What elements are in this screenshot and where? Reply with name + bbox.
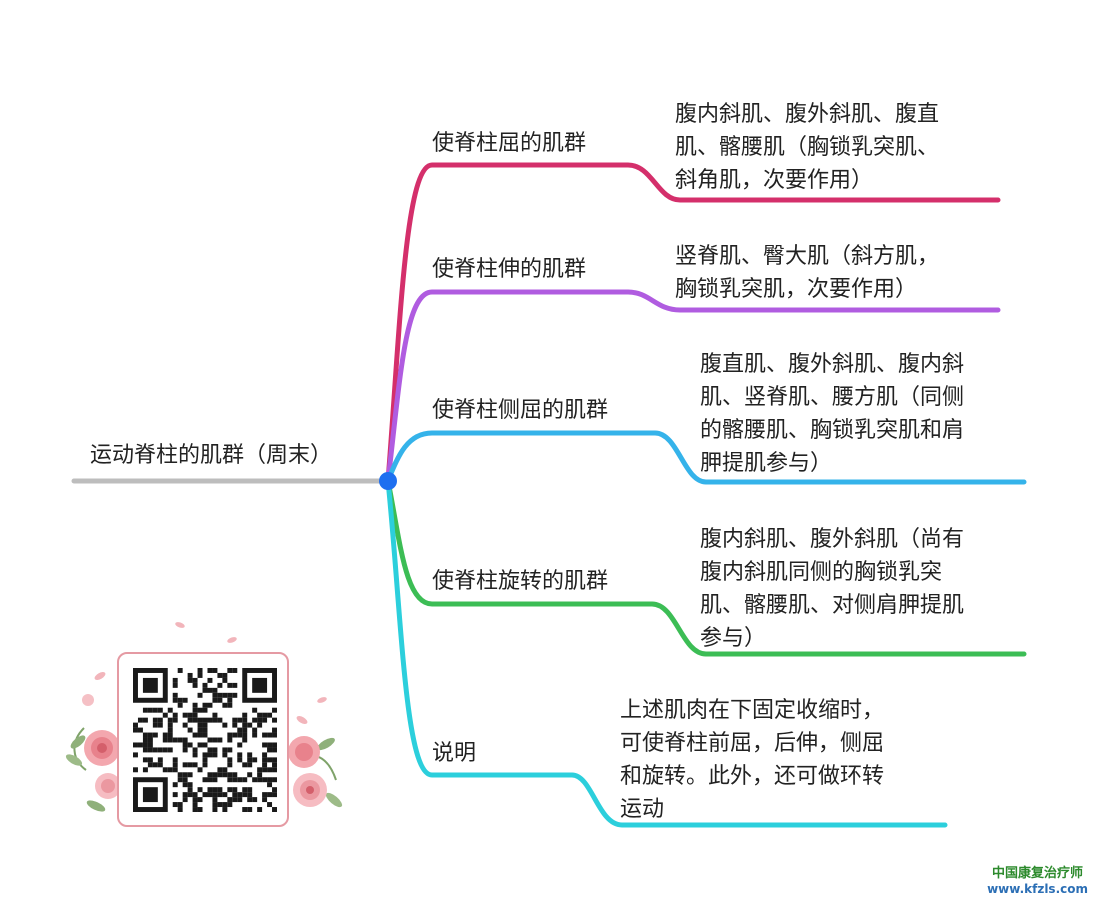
- detail-text-extension: 竖脊肌、臀大肌（斜方肌， 胸锁乳突肌，次要作用）: [675, 240, 939, 306]
- branch-label-rotation: 使脊柱旋转的肌群: [432, 569, 609, 594]
- detail-line: 上述肌肉在下固定收缩时，: [620, 698, 885, 723]
- detail-line: 腹内斜肌同侧的胸锁乳突: [700, 560, 943, 585]
- detail-line: 参与）: [700, 626, 767, 651]
- branch-connector-extension: [385, 289, 1001, 484]
- root-topic-label: 运动脊柱的肌群（周末）: [90, 443, 333, 468]
- branch-connector-rotation: [385, 478, 1027, 657]
- branch-connector-flexion: [385, 162, 1001, 484]
- detail-line: 竖脊肌、臀大肌（斜方肌，: [675, 244, 940, 269]
- watermark-url: www.kfzls.com: [987, 882, 1088, 896]
- detail-text-lateral: 腹直肌、腹外斜肌、腹内斜 肌、竖脊肌、腰方肌（同侧 的髂腰肌、胸锁乳突肌和肩 胛…: [700, 348, 964, 480]
- site-watermark: 中国康复治疗师 www.kfzls.com: [987, 866, 1088, 897]
- detail-line: 斜角肌，次要作用）: [675, 168, 874, 193]
- branch-label-extension: 使脊柱伸的肌群: [432, 257, 587, 282]
- detail-line: 的髂腰肌、胸锁乳突肌和肩: [700, 418, 965, 443]
- branch-connector-note: [385, 478, 948, 828]
- detail-line: 可使脊柱前屈，后伸，侧屈: [620, 731, 885, 756]
- branch-label-note: 说明: [432, 741, 477, 766]
- detail-text-rotation: 腹内斜肌、腹外斜肌（尚有 腹内斜肌同侧的胸锁乳突 肌、髂腰肌、对侧肩胛提肌 参与…: [700, 523, 964, 655]
- detail-line: 腹内斜肌、腹外斜肌、腹直: [675, 102, 940, 127]
- center-node: [379, 472, 397, 490]
- detail-line: 肌、髂腰肌（胸锁乳突肌、: [675, 135, 940, 160]
- detail-line: 运动: [620, 797, 665, 822]
- detail-line: 肌、竖脊肌、腰方肌（同侧: [700, 385, 965, 410]
- qr-code-card: [117, 652, 289, 827]
- detail-line: 肌、髂腰肌、对侧肩胛提肌: [700, 593, 965, 618]
- detail-text-flexion: 腹内斜肌、腹外斜肌、腹直 肌、髂腰肌（胸锁乳突肌、 斜角肌，次要作用）: [675, 98, 939, 197]
- detail-line: 和旋转。此外，还可做环转: [620, 764, 885, 789]
- flower-decoration-icon: [288, 697, 343, 808]
- qr-code-icon: [133, 668, 277, 812]
- detail-line: 胸锁乳突肌，次要作用）: [675, 277, 918, 302]
- detail-line: 胛提肌参与）: [700, 451, 833, 476]
- flower-decoration-icon: [65, 622, 237, 812]
- detail-line: 腹内斜肌、腹外斜肌（尚有: [700, 527, 965, 552]
- watermark-site-name: 中国康复治疗师: [992, 866, 1084, 881]
- branch-connector-lateral: [385, 430, 1027, 485]
- detail-text-note: 上述肌肉在下固定收缩时， 可使脊柱前屈，后伸，侧屈 和旋转。此外，还可做环转 运…: [620, 694, 884, 826]
- branch-label-lateral: 使脊柱侧屈的肌群: [432, 398, 609, 423]
- detail-line: 腹直肌、腹外斜肌、腹内斜: [700, 352, 965, 377]
- branch-label-flexion: 使脊柱屈的肌群: [432, 131, 587, 156]
